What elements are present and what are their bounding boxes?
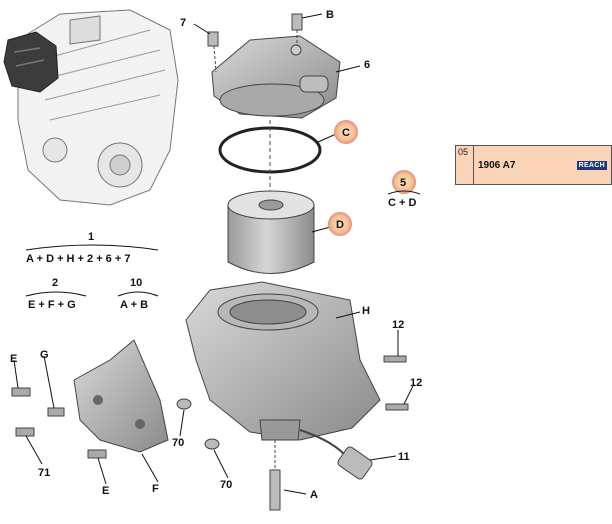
reach-badge: REACH xyxy=(576,161,607,170)
callout-highlight-d xyxy=(328,212,352,236)
kit-group-10: 10 A + B xyxy=(117,277,159,311)
screw-e-upper-part xyxy=(11,387,31,397)
engine-reference-box: 05 1906 A7 REACH xyxy=(455,145,612,185)
kit-group-2-contents: E + F + G xyxy=(28,299,76,311)
label-part-e-upper: E xyxy=(10,353,17,365)
label-part-g: G xyxy=(40,349,49,361)
label-part-11: 11 xyxy=(398,451,410,463)
label-part-b: B xyxy=(326,9,334,21)
bracket-part xyxy=(73,339,169,453)
label-part-12-upper: 12 xyxy=(392,319,404,331)
label-part-e-lower: E xyxy=(102,485,109,497)
stud-12-lower-part xyxy=(385,403,409,411)
screw-71-part xyxy=(15,427,35,437)
grommet-70-lower-part xyxy=(204,438,220,450)
water-sensor-part xyxy=(299,429,373,480)
kit-group-10-contents: A + B xyxy=(120,299,148,311)
grommet-70-upper-part xyxy=(176,398,192,410)
engine-overview-illustration xyxy=(3,9,179,206)
callout-highlight-c xyxy=(334,120,358,144)
reference-index: 05 xyxy=(456,146,474,184)
kit-5-contents: C + D xyxy=(388,197,416,209)
label-part-d: D xyxy=(336,219,344,231)
bleed-screw-part xyxy=(291,13,303,46)
screw-part xyxy=(207,31,219,73)
kit-group-2-number: 2 xyxy=(52,277,58,289)
label-part-h: H xyxy=(362,305,370,317)
engine-code: 1906 A7 xyxy=(478,160,516,171)
filter-head-part xyxy=(211,35,341,119)
screw-e-lower-part xyxy=(87,449,107,459)
washer-g-part xyxy=(47,407,65,417)
drain-plug-part xyxy=(269,440,281,511)
label-part-f: F xyxy=(152,483,159,495)
callout-highlight-5 xyxy=(392,170,416,194)
filter-housing-part xyxy=(185,281,381,441)
kit-5-brace xyxy=(387,190,421,195)
label-part-a: A xyxy=(310,489,318,501)
label-part-70-upper: 70 xyxy=(172,437,184,449)
stud-12-upper-part xyxy=(383,355,407,363)
label-part-6: 6 xyxy=(364,59,370,71)
label-part-c: C xyxy=(342,127,350,139)
kit-group-1-contents: A + D + H + 2 + 6 + 7 xyxy=(26,253,130,265)
label-part-71: 71 xyxy=(38,467,50,479)
label-part-12-lower: 12 xyxy=(410,377,422,389)
kit-group-1-number: 1 xyxy=(88,231,94,243)
label-kit-5: 5 xyxy=(400,177,406,189)
filter-cartridge-part xyxy=(227,190,315,274)
kit-group-2: 2 E + F + G xyxy=(25,277,87,311)
kit-group-10-number: 10 xyxy=(130,277,142,289)
kit-group-1: 1 A + D + H + 2 + 6 + 7 xyxy=(25,231,159,265)
label-part-7: 7 xyxy=(180,17,186,29)
label-part-70-lower: 70 xyxy=(220,479,232,491)
